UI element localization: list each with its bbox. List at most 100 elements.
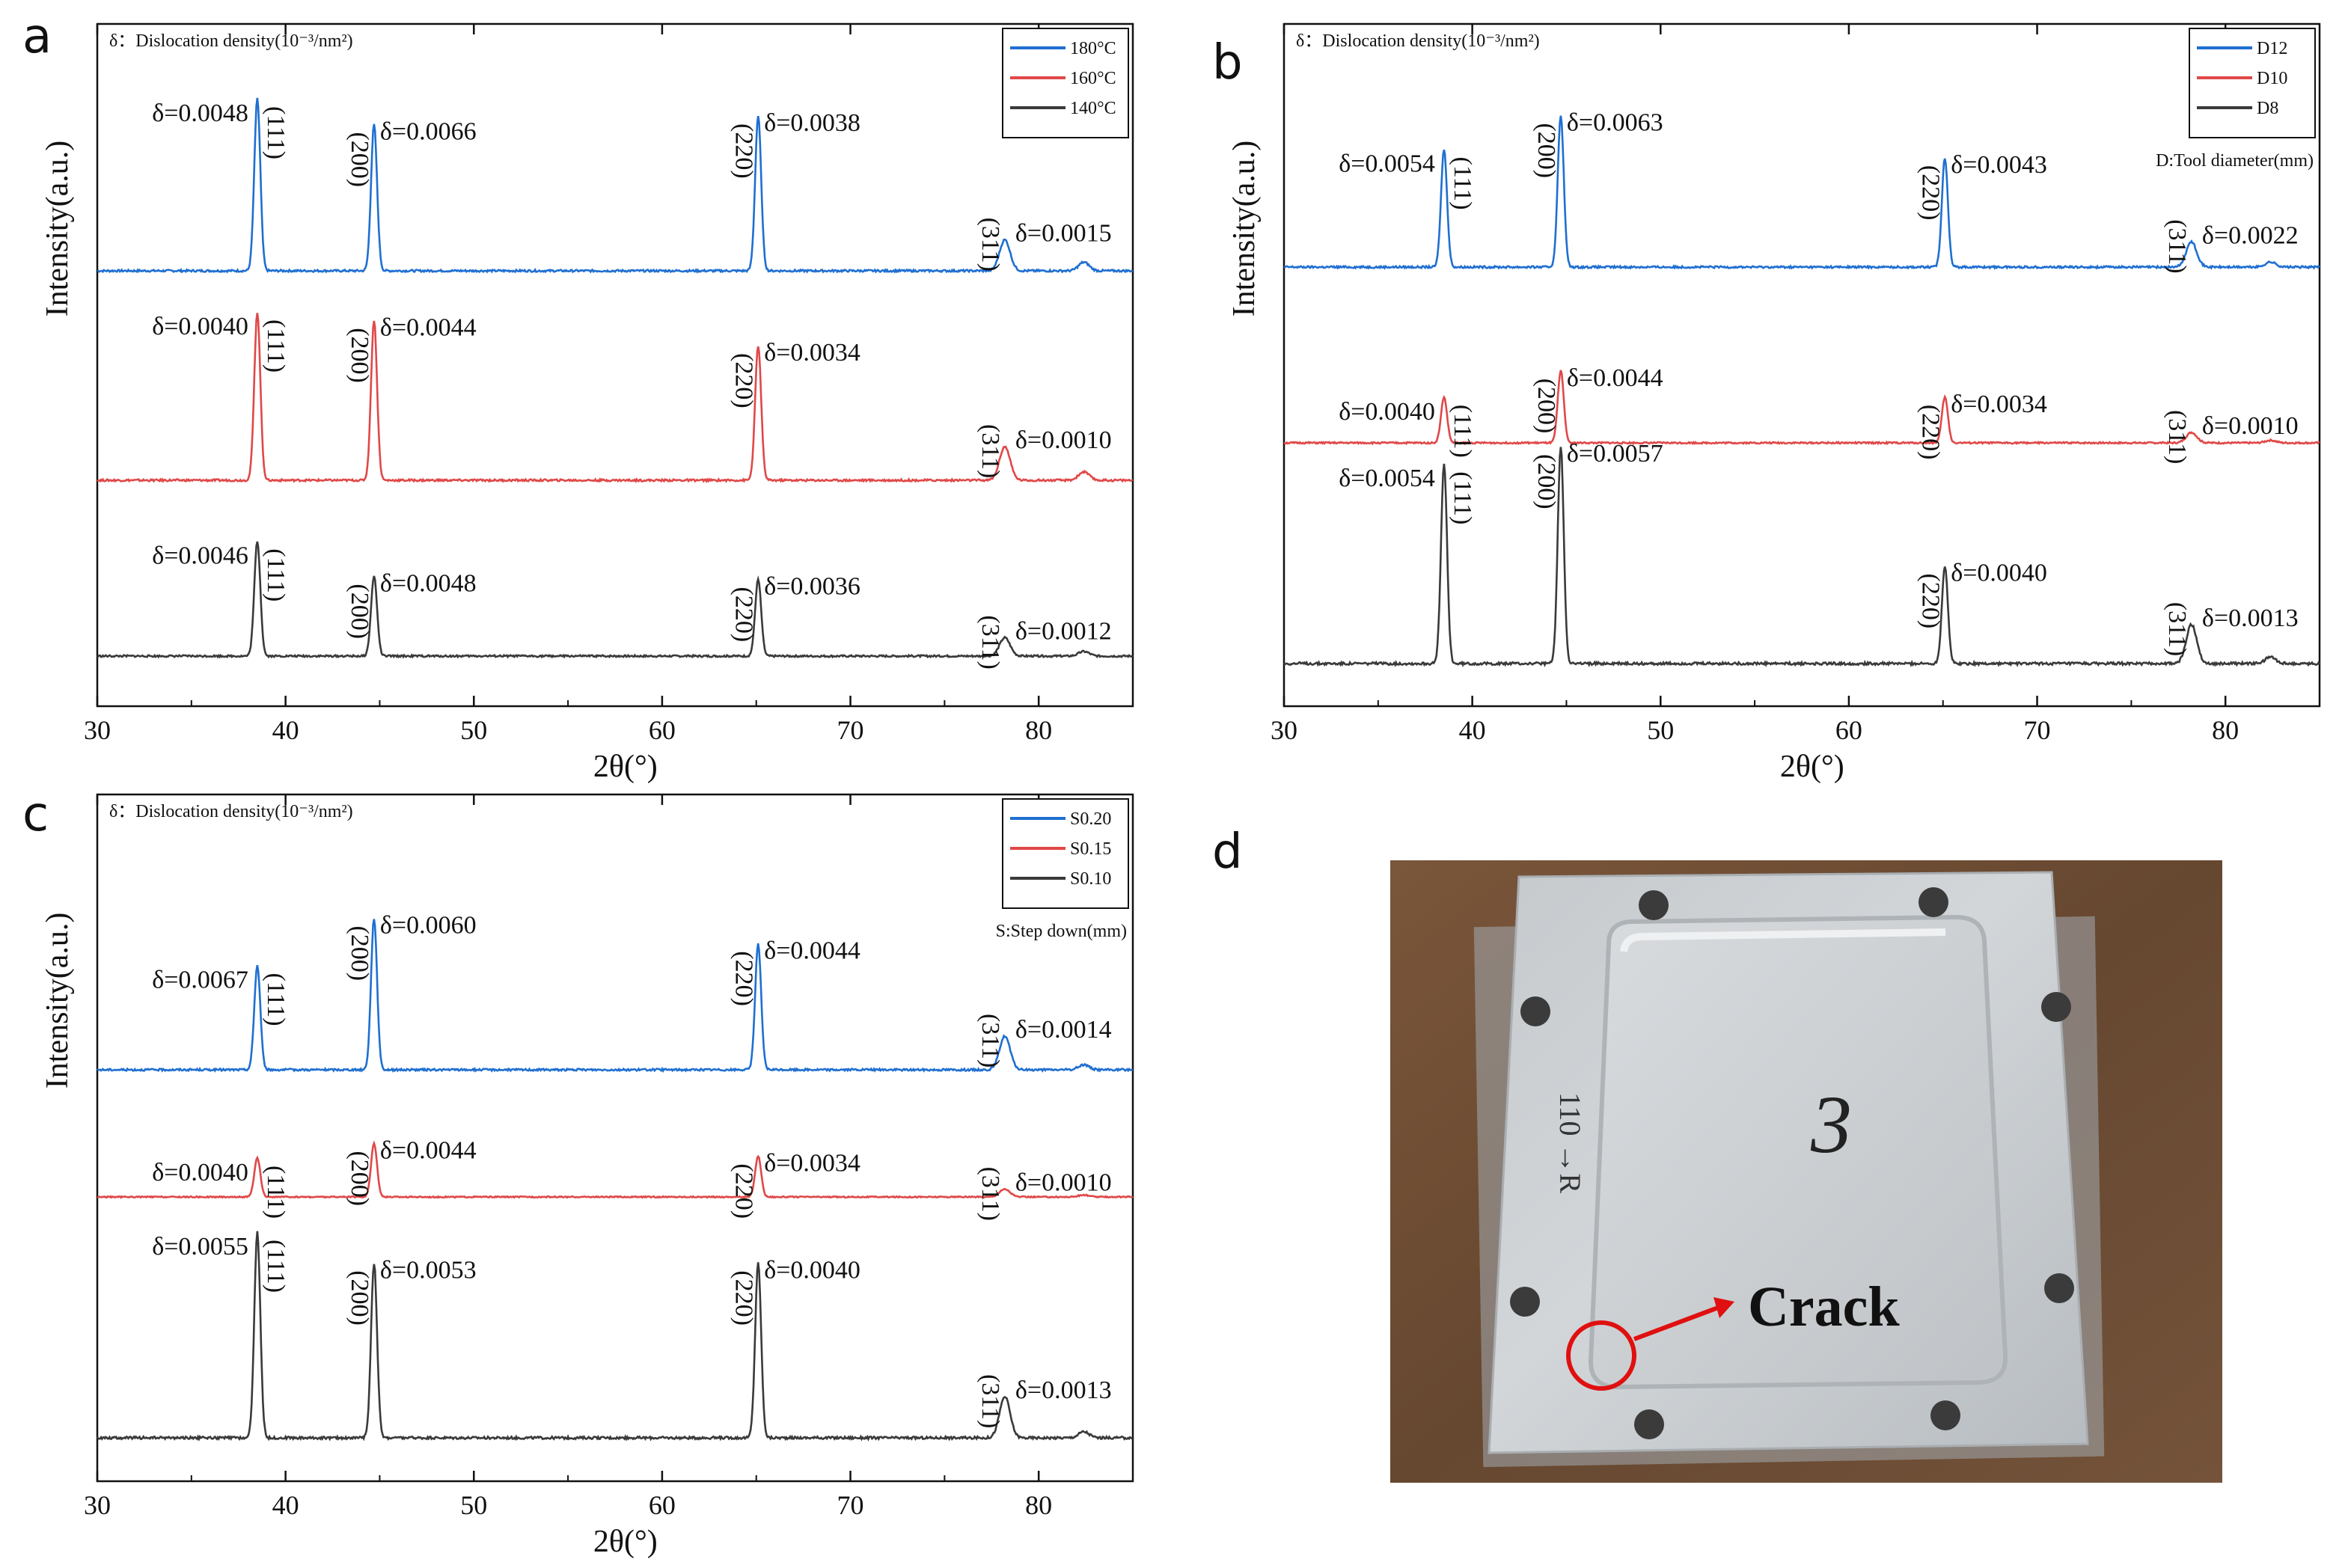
xrd-series-line xyxy=(97,1140,1134,1199)
x-tick-label: 80 xyxy=(2212,715,2239,745)
dislocation-density-label: δ=0.0034 xyxy=(764,1149,860,1177)
miller-index-label: (111) xyxy=(262,548,290,601)
dislocation-density-label: δ=0.0053 xyxy=(380,1256,477,1284)
x-tick-label: 60 xyxy=(1835,715,1862,745)
dislocation-density-label: δ=0.0043 xyxy=(1951,151,2047,179)
miller-index-label: (111) xyxy=(1449,471,1476,524)
xrd-series-line xyxy=(97,541,1134,659)
x-tick-label: 80 xyxy=(1025,715,1052,745)
miller-index-label: (200) xyxy=(346,328,373,383)
x-tick-label: 70 xyxy=(837,715,864,745)
x-tick-label: 70 xyxy=(2024,715,2051,745)
x-tick-label: 40 xyxy=(272,715,299,745)
bolt-hole xyxy=(2044,1273,2074,1303)
y-axis-label: Intensity(a.u.) xyxy=(40,913,75,1089)
dislocation-density-label: δ=0.0046 xyxy=(152,542,248,569)
plate-photo: 3 110 →R Crack xyxy=(1390,860,2222,1483)
miller-index-label: (311) xyxy=(976,218,1004,272)
panel-letter-b: b xyxy=(1212,35,1243,91)
dislocation-density-label: δ=0.0022 xyxy=(2202,221,2299,249)
xrd-chart-b: 30 40 50 60 70 80 2θ(°) Intensity(a.u.) δ：Disloc… xyxy=(1227,22,2321,784)
legend-entry: D8 xyxy=(2257,99,2278,118)
panel-letter-c: c xyxy=(22,787,49,842)
legend-entry: D10 xyxy=(2257,69,2287,88)
xrd-series-line xyxy=(1283,370,2320,446)
x-tick-label: 60 xyxy=(649,1490,676,1520)
miller-index-label: (311) xyxy=(2163,602,2191,656)
plate-side-marking: 110 →R xyxy=(1553,1092,1587,1194)
xrd-series-line xyxy=(96,1231,1134,1442)
bolt-hole xyxy=(1520,996,1550,1026)
legend-note: S:Step down(mm) xyxy=(996,922,1127,941)
legend-entry: S0.10 xyxy=(1070,869,1111,889)
panel-letter-d: d xyxy=(1212,824,1243,880)
miller-index-label: (311) xyxy=(2163,219,2191,273)
miller-index-label: (220) xyxy=(730,123,757,179)
x-tick-label: 30 xyxy=(84,1490,111,1520)
dislocation-density-label: δ=0.0040 xyxy=(1951,560,2047,587)
miller-index-label: (200) xyxy=(346,584,373,639)
dislocation-density-label: δ=0.0044 xyxy=(1567,364,1663,392)
x-tick-label: 40 xyxy=(1459,715,1486,745)
miller-index-label: (311) xyxy=(976,424,1004,478)
x-tick-label: 30 xyxy=(1271,715,1297,745)
miller-index-label: (200) xyxy=(1532,123,1560,179)
bolt-hole xyxy=(1930,1400,1960,1430)
miller-index-label: (111) xyxy=(262,106,290,159)
dislocation-density-label: δ=0.0054 xyxy=(1339,465,1435,492)
dislocation-density-label: δ=0.0040 xyxy=(1339,398,1435,426)
legend-entry: 180°C xyxy=(1070,39,1116,58)
dislocation-density-label: δ=0.0063 xyxy=(1567,109,1663,137)
miller-index-label: (200) xyxy=(346,132,373,188)
miller-index-label: (111) xyxy=(262,973,290,1026)
dislocation-density-note: δ：Dislocation density(10⁻³/nm²) xyxy=(109,802,353,821)
dislocation-density-label: δ=0.0038 xyxy=(764,109,860,137)
miller-index-label: (111) xyxy=(262,1166,290,1219)
dislocation-density-label: δ=0.0014 xyxy=(1015,1016,1112,1044)
xrd-series-line xyxy=(97,313,1134,484)
miller-index-label: (220) xyxy=(730,1163,757,1219)
dislocation-density-label: δ=0.0013 xyxy=(2202,604,2299,632)
miller-index-label: (111) xyxy=(1449,405,1476,458)
miller-index-label: (220) xyxy=(730,1270,757,1326)
miller-index-label: (220) xyxy=(730,353,757,408)
dislocation-density-label: δ=0.0040 xyxy=(152,313,248,340)
dislocation-density-label: δ=0.0034 xyxy=(1951,391,2047,418)
legend-entry: 160°C xyxy=(1070,69,1116,88)
xrd-series-line xyxy=(1283,115,2320,270)
plot-frame xyxy=(96,793,1134,1483)
dislocation-density-label: δ=0.0036 xyxy=(764,573,860,601)
crack-label: Crack xyxy=(1748,1275,1900,1338)
miller-index-label: (220) xyxy=(1916,405,1944,460)
dislocation-density-note: δ：Dislocation density(10⁻³/nm²) xyxy=(109,31,353,51)
x-axis-label: 2θ(°) xyxy=(593,1525,658,1559)
bolt-hole xyxy=(2041,992,2071,1022)
xrd-series-line xyxy=(97,919,1134,1074)
dislocation-density-label: δ=0.0010 xyxy=(2202,412,2299,440)
dislocation-density-label: δ=0.0066 xyxy=(380,118,477,146)
legend-note: D:Tool diameter(mm) xyxy=(2156,151,2314,171)
dislocation-density-label: δ=0.0055 xyxy=(152,1233,248,1261)
bolt-hole xyxy=(1919,887,1948,917)
x-tick-label: 50 xyxy=(460,715,487,745)
miller-index-label: (311) xyxy=(2163,410,2191,464)
x-axis-label: 2θ(°) xyxy=(1780,750,1844,784)
dislocation-density-label: δ=0.0040 xyxy=(152,1159,248,1186)
x-tick-label: 80 xyxy=(1025,1490,1052,1520)
x-tick-label: 50 xyxy=(1647,715,1674,745)
dislocation-density-label: δ=0.0044 xyxy=(380,313,477,341)
plot-frame xyxy=(96,22,1134,708)
y-axis-label: Intensity(a.u.) xyxy=(1227,141,1262,317)
panel-letter-a: a xyxy=(22,9,52,64)
miller-index-label: (311) xyxy=(976,1014,1004,1068)
bolt-hole xyxy=(1634,1409,1664,1439)
dislocation-density-note: δ：Dislocation density(10⁻³/nm²) xyxy=(1296,31,1540,51)
dislocation-density-label: δ=0.0054 xyxy=(1339,150,1435,178)
dislocation-density-label: δ=0.0012 xyxy=(1015,617,1112,645)
miller-index-label: (200) xyxy=(346,926,373,981)
x-tick-label: 50 xyxy=(460,1490,487,1520)
dislocation-density-label: δ=0.0048 xyxy=(152,99,248,127)
pocket-highlight xyxy=(1620,928,1946,952)
